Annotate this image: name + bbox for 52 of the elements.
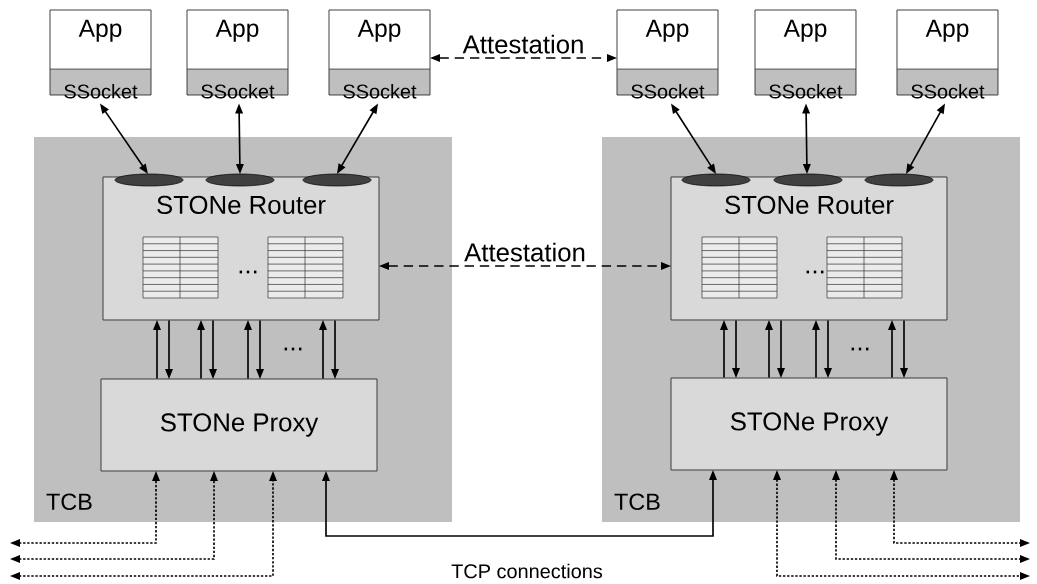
arrow bbox=[732, 319, 740, 378]
arrow bbox=[777, 319, 785, 378]
socket-label: SSocket bbox=[201, 83, 275, 99]
arrow bbox=[671, 103, 716, 174]
caption-text: TCP connections bbox=[451, 563, 603, 579]
port-oval bbox=[205, 173, 275, 187]
arrow bbox=[337, 103, 378, 174]
arrow bbox=[430, 54, 617, 62]
ellipsis: ... bbox=[851, 347, 869, 351]
arrow bbox=[235, 103, 244, 174]
arrow bbox=[888, 320, 896, 379]
socket-label: SSocket bbox=[769, 83, 843, 99]
arrow bbox=[165, 319, 173, 379]
edge-label: Attestation bbox=[464, 242, 585, 262]
arrow bbox=[832, 470, 1030, 563]
arrow bbox=[197, 320, 205, 380]
edge-label: Attestation bbox=[462, 34, 583, 54]
ellipsis: ... bbox=[284, 347, 302, 351]
arrow bbox=[765, 320, 773, 379]
port-oval bbox=[864, 173, 934, 187]
proxy-box: STONe Proxy bbox=[100, 378, 378, 472]
arrow bbox=[890, 470, 1030, 547]
socket-label: SSocket bbox=[911, 83, 985, 99]
arrow bbox=[322, 470, 717, 537]
proxy-box: STONe Proxy bbox=[670, 377, 948, 471]
arrow bbox=[379, 262, 671, 270]
arrow bbox=[812, 320, 820, 379]
arrow bbox=[10, 471, 277, 580]
port-oval bbox=[114, 173, 184, 187]
arrow bbox=[153, 320, 161, 380]
port-oval bbox=[773, 173, 843, 187]
arrow bbox=[900, 319, 908, 378]
arrow bbox=[319, 320, 327, 380]
port-oval bbox=[681, 173, 751, 187]
socket-label: SSocket bbox=[343, 83, 417, 99]
arrow bbox=[906, 103, 945, 174]
socket-label: SSocket bbox=[631, 83, 705, 99]
port-oval bbox=[302, 173, 372, 187]
arrow bbox=[10, 471, 218, 563]
arrow bbox=[209, 319, 217, 379]
socket-label: SSocket bbox=[64, 83, 138, 99]
ellipsis: ... bbox=[239, 270, 257, 274]
arrow bbox=[802, 103, 811, 174]
arrow bbox=[720, 320, 728, 379]
arrow bbox=[10, 471, 160, 547]
ellipsis: ... bbox=[806, 270, 824, 274]
arrow bbox=[100, 103, 148, 174]
arrow bbox=[256, 319, 264, 379]
arrow bbox=[244, 320, 252, 380]
arrow bbox=[331, 319, 339, 379]
arrow bbox=[824, 319, 832, 378]
arrow bbox=[773, 470, 1030, 580]
